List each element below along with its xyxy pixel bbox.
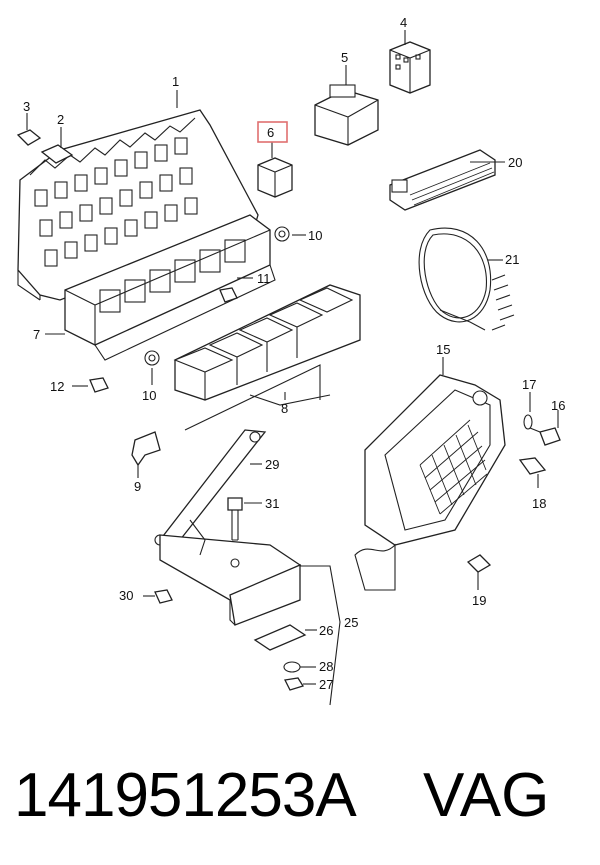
single-relay-drawing: [257, 157, 293, 198]
highlight-box: [257, 121, 288, 143]
label-16: 16: [551, 398, 565, 413]
relay-carrier-drawing: [17, 109, 259, 301]
leader-lines: [26, 30, 559, 706]
part-labels: 1 2 3 4 5 6 7 8 9 10 10 11 12 15 16 17 1…: [23, 15, 565, 692]
label-11: 11: [257, 271, 271, 286]
label-27: 27: [319, 677, 333, 692]
label-31: 31: [265, 496, 279, 511]
label-28: 28: [319, 659, 333, 674]
relay-row-drawing: [173, 284, 361, 431]
label-4: 4: [400, 15, 407, 30]
label-25: 25: [344, 615, 358, 630]
mounting-bracket-drawing: [159, 519, 302, 626]
label-10b: 10: [142, 388, 156, 403]
label-3: 3: [23, 99, 30, 114]
brand-label: VAG: [423, 761, 550, 830]
label-15: 15: [436, 342, 450, 357]
label-5: 5: [341, 50, 348, 65]
label-9: 9: [134, 479, 141, 494]
label-2: 2: [57, 112, 64, 127]
label-26: 26: [319, 623, 333, 638]
washer-17-drawing: [523, 414, 533, 430]
label-7: 7: [33, 327, 40, 342]
clip-18-drawing: [518, 457, 547, 475]
relay-5-drawing: [314, 84, 379, 146]
part-number: 141951253A: [14, 761, 357, 830]
clip-26-drawing: [253, 624, 307, 651]
label-30: 30: [119, 588, 133, 603]
label-12: 12: [50, 379, 64, 394]
label-19: 19: [472, 593, 486, 608]
nut-10b-drawing: [144, 350, 160, 366]
base-plate-drawing: [64, 214, 276, 361]
wire-harness-drawing: [418, 227, 515, 331]
label-17: 17: [522, 377, 536, 392]
nut-11-drawing: [219, 287, 238, 303]
label-18: 18: [532, 496, 546, 511]
cover-drawing: [354, 374, 506, 591]
label-21: 21: [505, 252, 519, 267]
bolt-31-drawing: [227, 497, 243, 541]
label-8: 8: [281, 401, 288, 416]
bracket-9-drawing: [131, 431, 161, 467]
washer-28-drawing: [283, 661, 301, 673]
connector-3-drawing: [16, 129, 42, 146]
exploded-parts-diagram: 1 2 3 4 5 6 7 8 9 10 10 11 12 15 16 17 1…: [16, 15, 565, 706]
label-29: 29: [265, 457, 279, 472]
label-20: 20: [508, 155, 522, 170]
clip-19-drawing: [466, 554, 492, 573]
support-strap-drawing: [154, 429, 267, 546]
nut-27-drawing: [284, 677, 304, 691]
nut-10a-drawing: [274, 226, 290, 242]
nut-30-drawing: [154, 589, 173, 604]
label-6: 6: [267, 125, 274, 140]
label-10a: 10: [308, 228, 322, 243]
relay-4-drawing: [389, 41, 431, 94]
label-1: 1: [172, 74, 179, 89]
fuse-strip-drawing: [389, 149, 496, 211]
screw-16-drawing: [529, 427, 561, 446]
connector-2-drawing: [40, 144, 74, 164]
nut-12-drawing: [89, 377, 109, 393]
